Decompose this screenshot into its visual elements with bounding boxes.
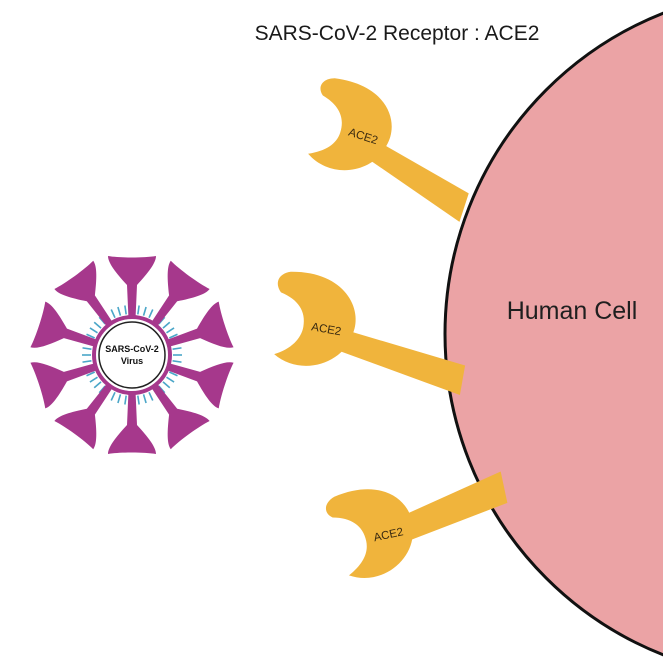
spike-protein <box>30 301 99 348</box>
membrane-lipid <box>172 360 182 363</box>
ace2-receptor: ACE2 <box>308 78 469 222</box>
membrane-lipid <box>148 309 154 319</box>
human-cell-body <box>443 11 663 657</box>
spike-shape <box>30 362 99 409</box>
virus-spike-proteins <box>30 256 234 454</box>
membrane-lipid <box>117 306 122 316</box>
membrane-lipid <box>110 309 116 319</box>
membrane-lipid <box>89 327 98 334</box>
membrane-lipid <box>124 305 127 315</box>
spike-shape <box>30 301 99 348</box>
spike-shape <box>54 382 114 450</box>
membrane-lipid <box>137 305 140 315</box>
receptor-stalk <box>320 325 466 396</box>
spike-protein <box>165 301 234 348</box>
spike-shape <box>54 260 114 328</box>
membrane-lipid <box>82 347 92 350</box>
spike-shape <box>150 382 210 450</box>
membrane-lipid <box>166 376 175 383</box>
membrane-lipid <box>162 381 171 389</box>
spike-shape <box>150 260 210 328</box>
spike-protein <box>165 362 234 409</box>
spike-protein <box>150 260 210 328</box>
spike-shape <box>108 256 156 319</box>
membrane-lipid <box>110 391 116 401</box>
membrane-lipid <box>89 376 98 383</box>
receptor-stalk <box>388 471 508 549</box>
membrane-lipid <box>168 371 178 377</box>
receptor-label: ACE2 <box>310 321 342 338</box>
spike-shape <box>165 301 234 348</box>
membrane-lipid <box>148 391 154 401</box>
membrane-lipid <box>82 360 92 363</box>
membrane-lipid <box>172 347 182 350</box>
virus-core-ring <box>98 321 166 389</box>
membrane-lipid <box>124 395 127 405</box>
membrane-lipid <box>86 371 96 377</box>
sars-cov-2-virus: SARS-CoV-2 Virus <box>30 256 234 454</box>
spike-protein <box>108 391 156 454</box>
membrane-lipid <box>166 327 175 334</box>
receptor-head <box>325 489 413 578</box>
human-cell-label: Human Cell <box>507 297 638 325</box>
receptor-stalk <box>355 134 469 222</box>
receptor-head <box>274 271 356 366</box>
spike-protein <box>54 382 114 450</box>
spike-protein <box>30 362 99 409</box>
diagram-title: SARS-CoV-2 Receptor : ACE2 <box>255 22 540 45</box>
membrane-lipid <box>162 321 171 329</box>
spike-protein <box>54 260 114 328</box>
membrane-lipid <box>93 381 102 389</box>
membrane-lipid <box>142 394 147 404</box>
virus-label-line2: Virus <box>121 356 143 366</box>
membrane-lipid <box>137 395 140 405</box>
spike-shape <box>165 362 234 409</box>
membrane-lipid <box>142 306 147 316</box>
spike-protein <box>150 382 210 450</box>
ace2-receptor: ACE2 <box>325 471 508 578</box>
membrane-lipid <box>93 321 102 329</box>
membrane-lipid <box>168 333 178 339</box>
ace2-receptor: ACE2 <box>274 271 466 396</box>
membrane-lipid <box>86 333 96 339</box>
spike-shape <box>108 391 156 454</box>
membrane-lipid <box>117 394 122 404</box>
spike-protein <box>108 256 156 319</box>
human-cell: Human Cell <box>443 11 663 657</box>
receptor-head <box>308 78 392 171</box>
virus-label-line1: SARS-CoV-2 <box>105 344 159 354</box>
virus-envelope <box>92 315 172 395</box>
